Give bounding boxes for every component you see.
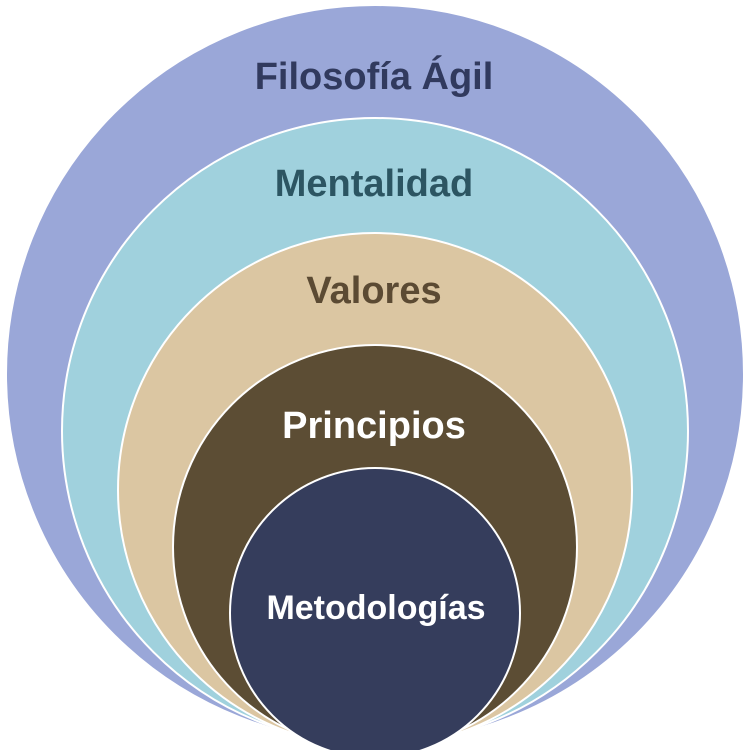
label-mentalidad: Mentalidad <box>275 163 473 205</box>
ring-metodologias <box>229 467 521 750</box>
label-metodologias: Metodologías <box>266 589 485 627</box>
label-valores: Valores <box>306 270 441 312</box>
label-filosofia-agil: Filosofía Ágil <box>255 54 494 98</box>
label-principios: Principios <box>282 405 466 447</box>
